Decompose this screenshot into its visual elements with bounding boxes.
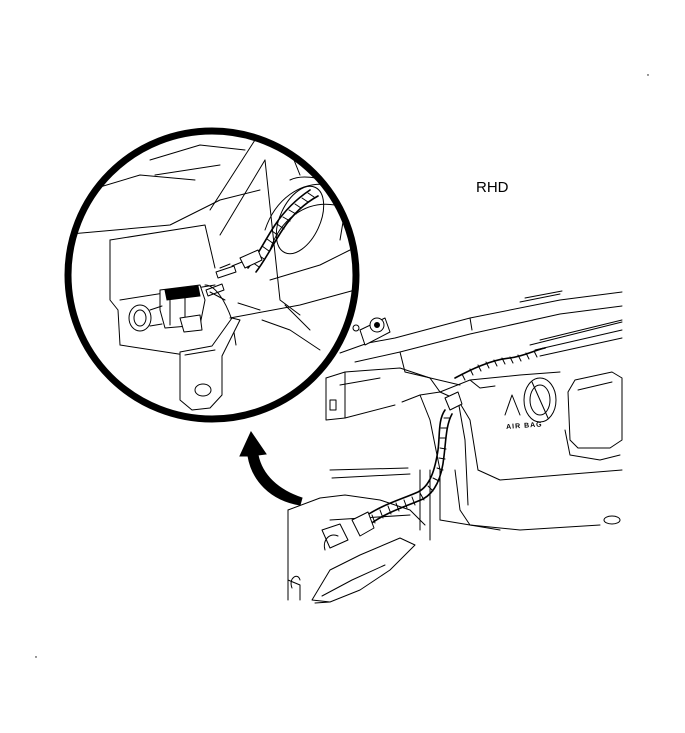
detail-circle-frame xyxy=(64,127,360,423)
dashboard-assembly: AIR BAG xyxy=(287,290,623,604)
air-bag-label: AIR BAG xyxy=(506,421,543,431)
callout-arrow xyxy=(239,430,303,506)
drive-side-label: RHD xyxy=(476,179,509,196)
